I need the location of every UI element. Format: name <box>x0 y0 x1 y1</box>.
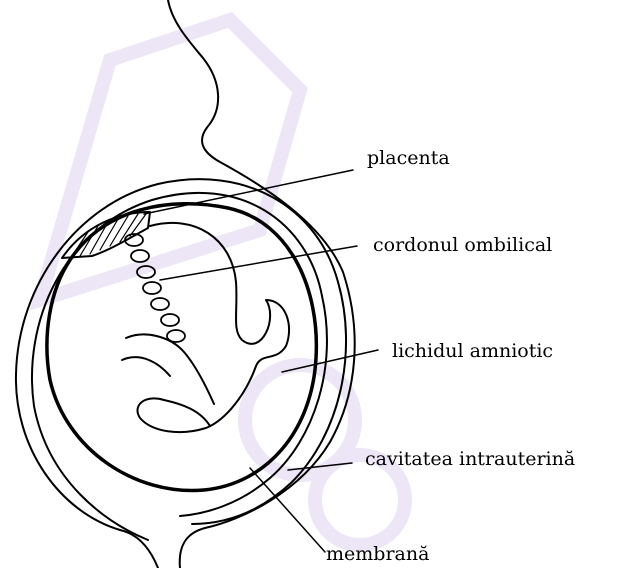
label-amniotic-fluid: lichidul amniotic <box>392 342 553 361</box>
fetus-body <box>126 334 214 404</box>
fetus-limb <box>122 357 170 376</box>
label-membrane: membrană <box>326 545 429 564</box>
amniotic-membrane <box>47 204 316 491</box>
label-uterine-cavity: cavitatea intrauterină <box>365 450 575 469</box>
label-umbilical-cord: cordonul ombilical <box>373 236 552 255</box>
abdomen-outline <box>168 0 355 568</box>
leader-placenta <box>144 170 353 214</box>
label-placenta: placenta <box>367 149 450 168</box>
watermark <box>40 20 405 545</box>
